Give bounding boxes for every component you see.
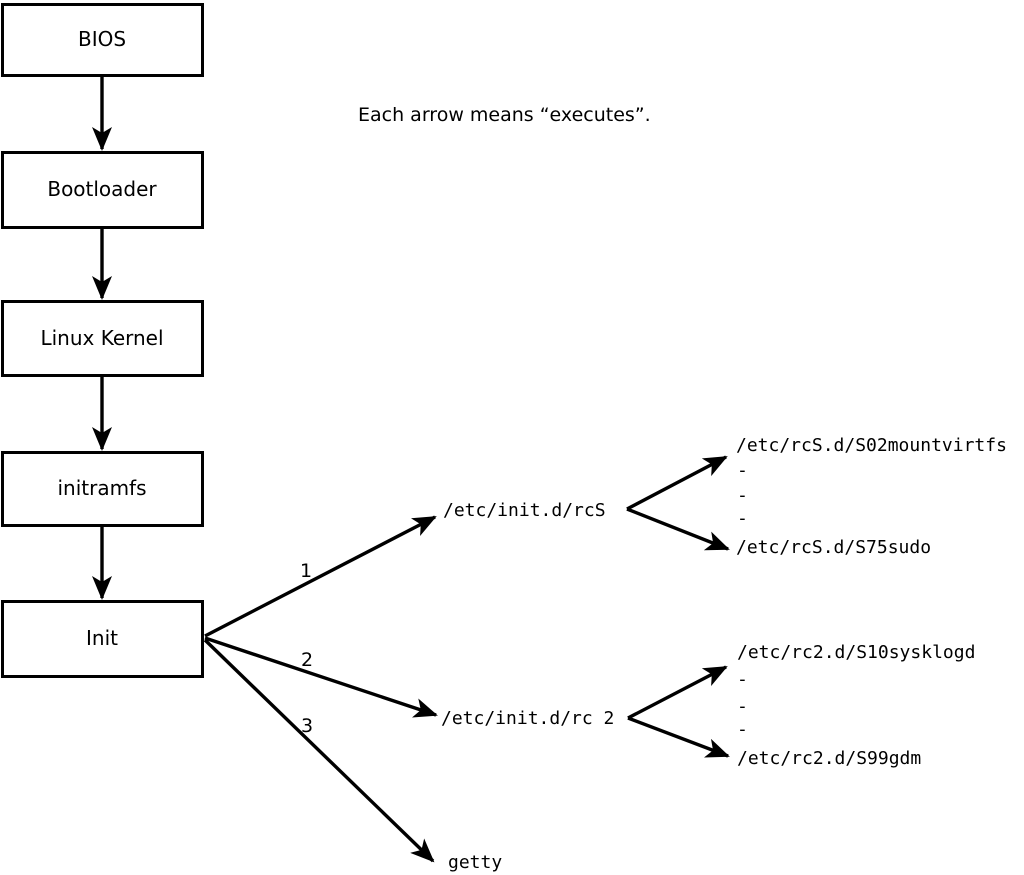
arrow-rcS-to-last-icon <box>626 507 730 551</box>
branch-label-1: 1 <box>300 560 312 582</box>
box-bios-label: BIOS <box>78 27 126 51</box>
arrow-init-to-rcS-icon <box>204 515 437 638</box>
rcS-script-first: /etc/rcS.d/S02mountvirtfs <box>736 435 1007 456</box>
node-rcS: /etc/init.d/rcS <box>443 500 606 521</box>
box-bios <box>1 3 204 77</box>
rc2-script-ellipsis: - <box>737 669 748 690</box>
rcS-script-ellipsis: - <box>737 460 748 481</box>
rc2-script-last: /etc/rc2.d/S99gdm <box>737 748 921 769</box>
box-bootloader-label: Bootloader <box>47 177 157 201</box>
box-initramfs <box>1 451 204 527</box>
box-linux-kernel <box>1 300 204 377</box>
rcS-script-ellipsis: - <box>737 485 748 506</box>
rc2-script-first: /etc/rc2.d/S10sysklogd <box>737 642 975 663</box>
rcS-script-last: /etc/rcS.d/S75sudo <box>736 537 931 558</box>
legend-note: Each arrow means “executes”. <box>358 104 651 126</box>
arrow-init-to-rc2-icon <box>204 636 438 718</box>
rcS-script-ellipsis: - <box>737 508 748 529</box>
rc2-script-ellipsis: - <box>737 696 748 717</box>
arrow-rcS-to-first-icon <box>626 455 728 511</box>
box-initramfs-label: initramfs <box>57 476 146 500</box>
box-init-label: Init <box>86 626 118 650</box>
box-linux-kernel-label: Linux Kernel <box>40 326 163 350</box>
branch-label-3: 3 <box>301 715 313 737</box>
node-rc2: /etc/init.d/rc 2 <box>441 708 614 729</box>
box-bootloader <box>1 151 204 229</box>
arrow-rc2-to-last-icon <box>627 716 730 758</box>
arrow-rc2-to-first-icon <box>627 665 728 720</box>
rc2-script-ellipsis: - <box>737 719 748 740</box>
box-init <box>1 600 204 678</box>
branch-label-2: 2 <box>301 649 313 671</box>
arrow-init-to-getty-icon <box>203 638 435 863</box>
node-getty: getty <box>448 852 502 873</box>
